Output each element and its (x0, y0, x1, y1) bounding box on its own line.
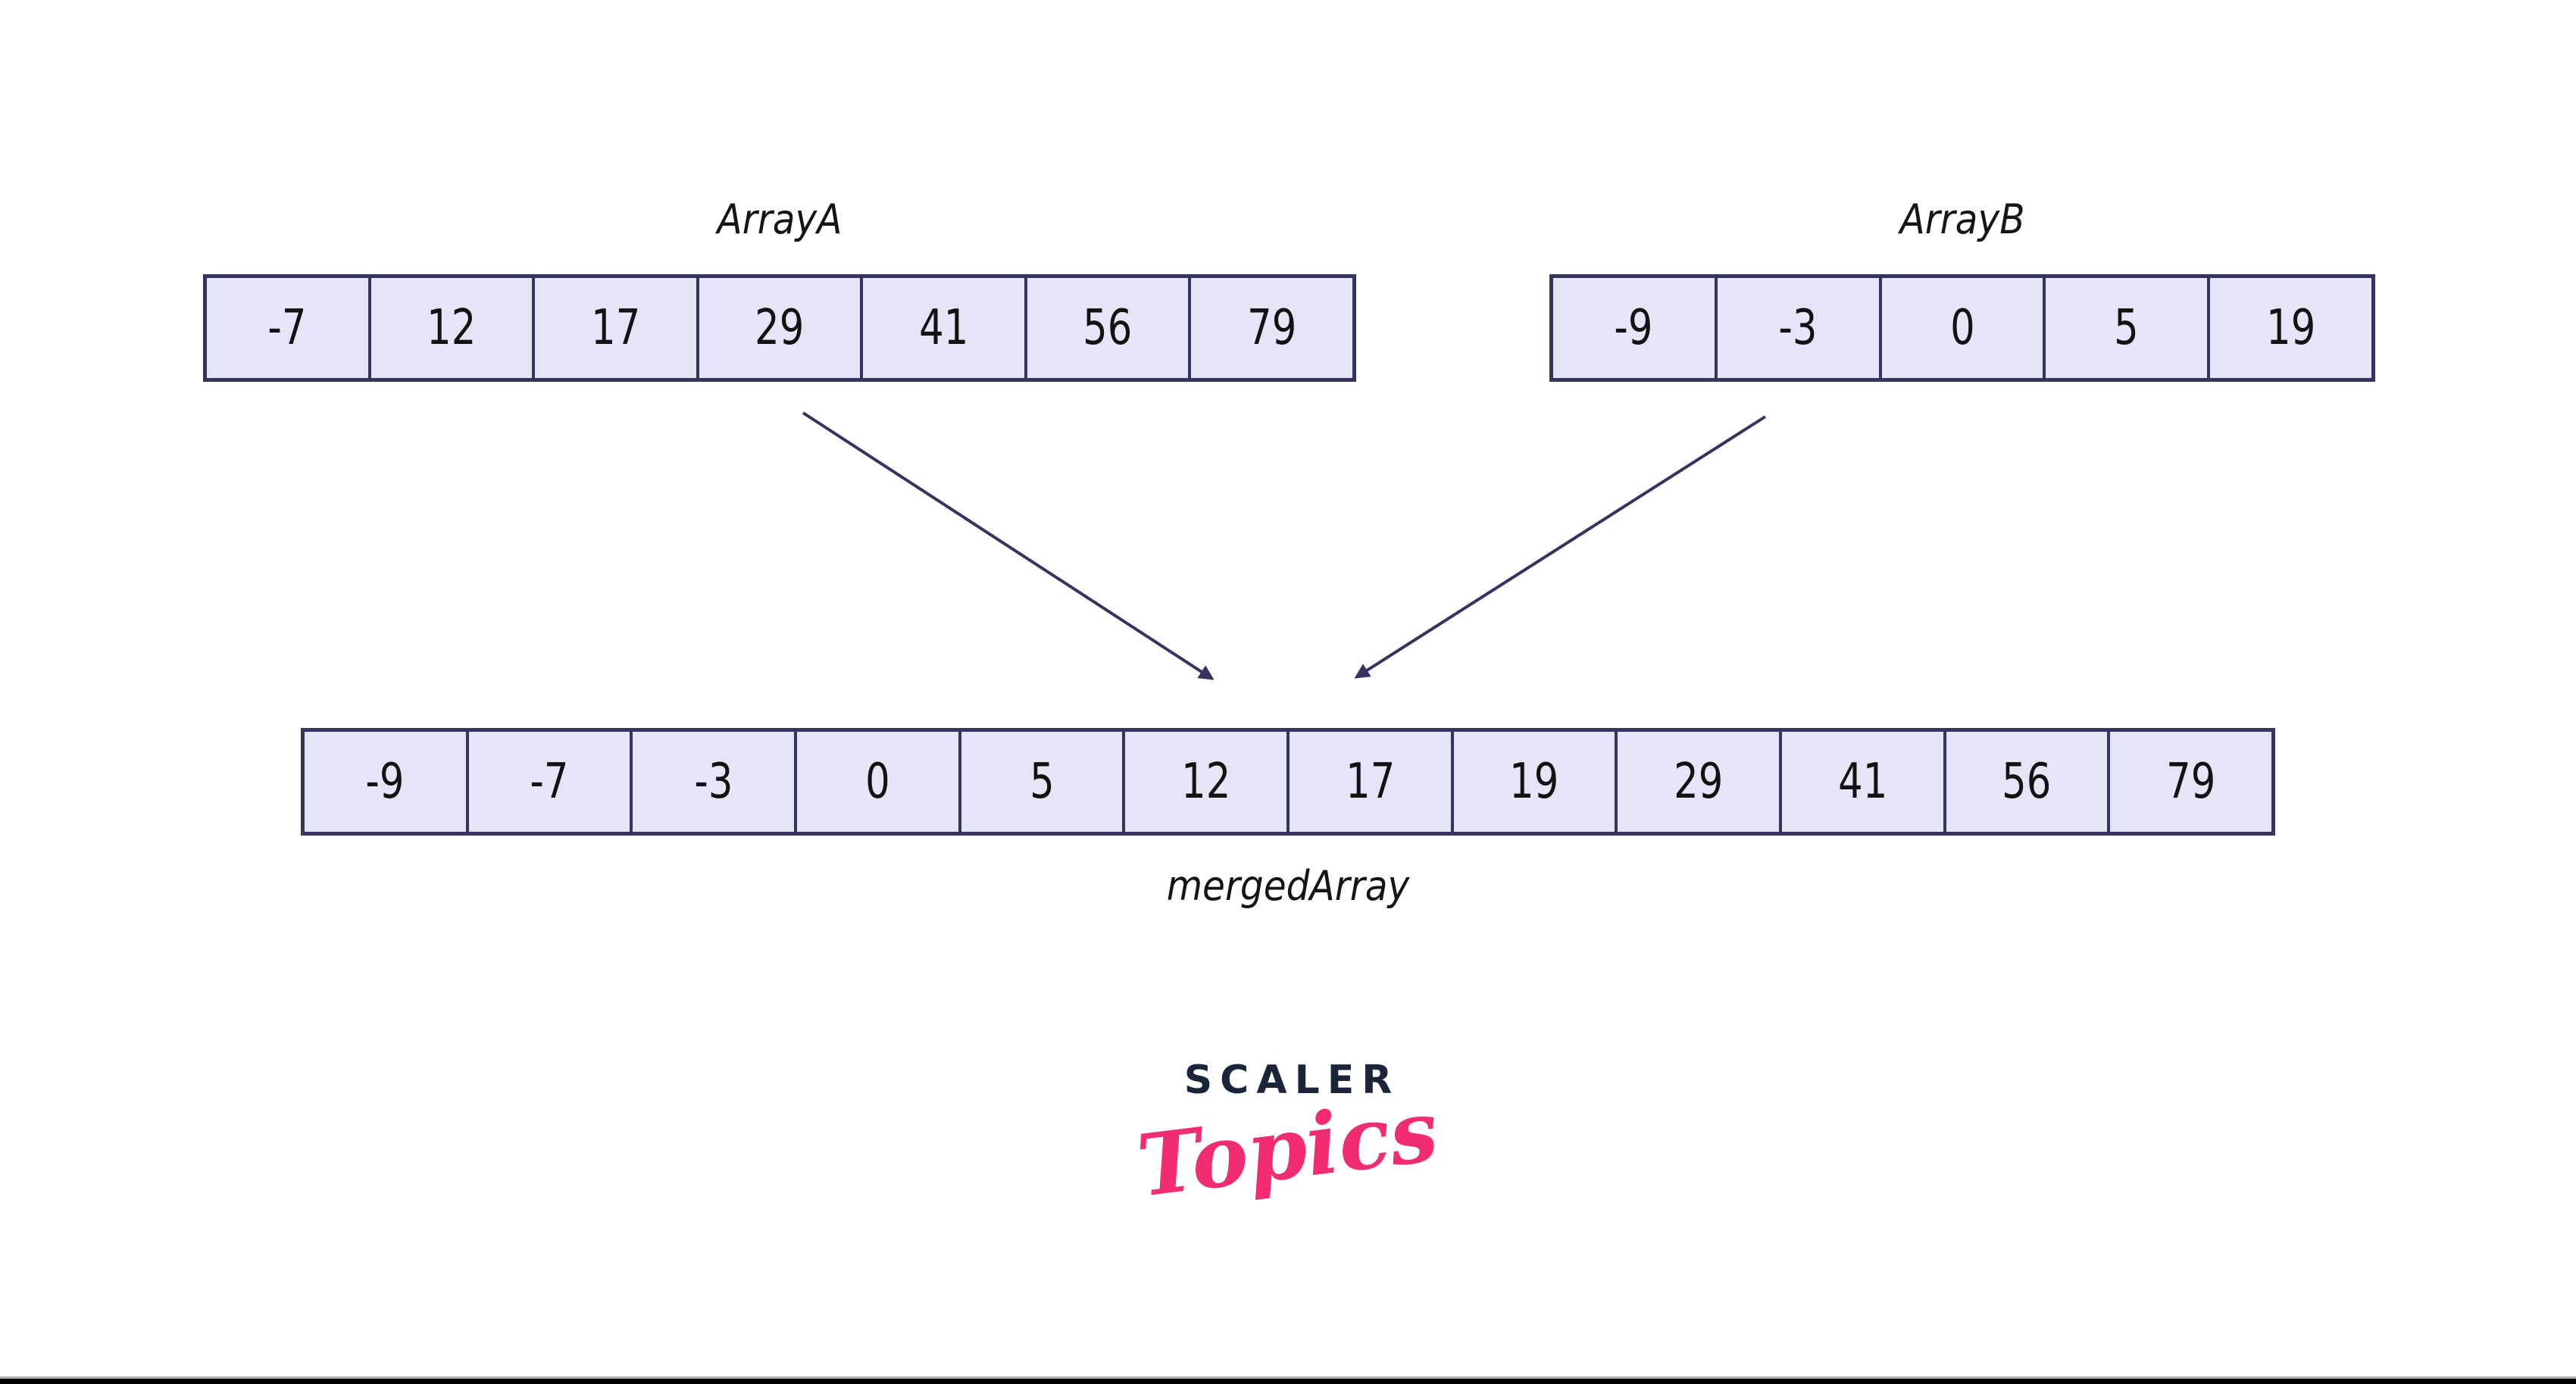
array-cell: -7 (207, 278, 368, 378)
array-cell: 29 (696, 278, 861, 378)
array-cell: 19 (2207, 278, 2371, 378)
array-cell: 5 (958, 732, 1123, 832)
array-cell-value: 12 (427, 300, 477, 356)
array-cell: -9 (305, 732, 466, 832)
array-cell-value: -3 (694, 754, 733, 810)
scaler-topics-logo: SCALER Topics (1099, 1058, 1477, 1217)
merged-array-row: -9 -7 -3 0 5 12 17 19 29 41 56 79 (301, 728, 2275, 836)
scaler-wordmark: SCALER (1183, 1058, 1400, 1103)
array-cell-value: 5 (1029, 754, 1055, 810)
array-cell: 12 (367, 278, 533, 378)
array-cell: 56 (1943, 732, 2108, 832)
array-cell: 0 (1878, 278, 2043, 378)
bottom-border-bar (0, 1376, 2576, 1384)
array-cell-value: 5 (2114, 300, 2140, 356)
array-cell-value: -9 (365, 754, 405, 810)
array-cell-value: -7 (267, 300, 307, 356)
array-cell-value: 12 (1181, 754, 1231, 810)
array-cell: -9 (1553, 278, 1715, 378)
array-cell-value: 0 (865, 754, 890, 810)
array-cell-value: 0 (1949, 300, 1975, 356)
array-cell-value: -7 (530, 754, 569, 810)
array-cell-value: 29 (755, 300, 805, 356)
array-cell-value: 79 (1247, 300, 1297, 356)
array-cell-value: 29 (1674, 754, 1724, 810)
array-cell-value: 19 (1509, 754, 1559, 810)
array-b-label: ArrayB (1899, 195, 2025, 243)
merged-array-label: mergedArray (1166, 862, 1410, 910)
array-cell: -3 (1714, 278, 1879, 378)
array-cell: 79 (1188, 278, 1353, 378)
array-cell: 56 (1024, 278, 1189, 378)
array-b-row: -9 -3 0 5 19 (1549, 274, 2375, 382)
array-cell-value: 17 (590, 300, 641, 356)
array-cell: -7 (465, 732, 630, 832)
array-cell-value: 19 (2266, 300, 2316, 356)
array-cell-value: -9 (1614, 300, 1653, 356)
array-cell-value: -3 (1778, 300, 1818, 356)
array-cell: 17 (1286, 732, 1451, 832)
arrow-from-array-b (1354, 415, 1767, 679)
array-a-label: ArrayA (717, 195, 843, 243)
array-cell: -3 (630, 732, 795, 832)
array-a-row: -7 12 17 29 41 56 79 (203, 274, 1356, 382)
array-cell: 29 (1615, 732, 1780, 832)
array-cell-value: 41 (919, 300, 969, 356)
array-cell-value: 79 (2166, 754, 2216, 810)
array-cell: 17 (532, 278, 696, 378)
array-cell-value: 56 (1083, 300, 1133, 356)
arrow-from-array-a (802, 411, 1215, 680)
array-cell: 79 (2107, 732, 2272, 832)
array-cell: 5 (2043, 278, 2208, 378)
array-cell: 41 (1779, 732, 1943, 832)
array-cell-value: 41 (1837, 754, 1887, 810)
array-cell: 41 (860, 278, 1024, 378)
array-cell: 12 (1122, 732, 1287, 832)
array-cell-value: 56 (2002, 754, 2052, 810)
array-cell-value: 17 (1345, 754, 1395, 810)
topics-wordmark: Topics (1132, 1081, 1444, 1217)
array-cell: 0 (794, 732, 958, 832)
array-cell: 19 (1450, 732, 1615, 832)
